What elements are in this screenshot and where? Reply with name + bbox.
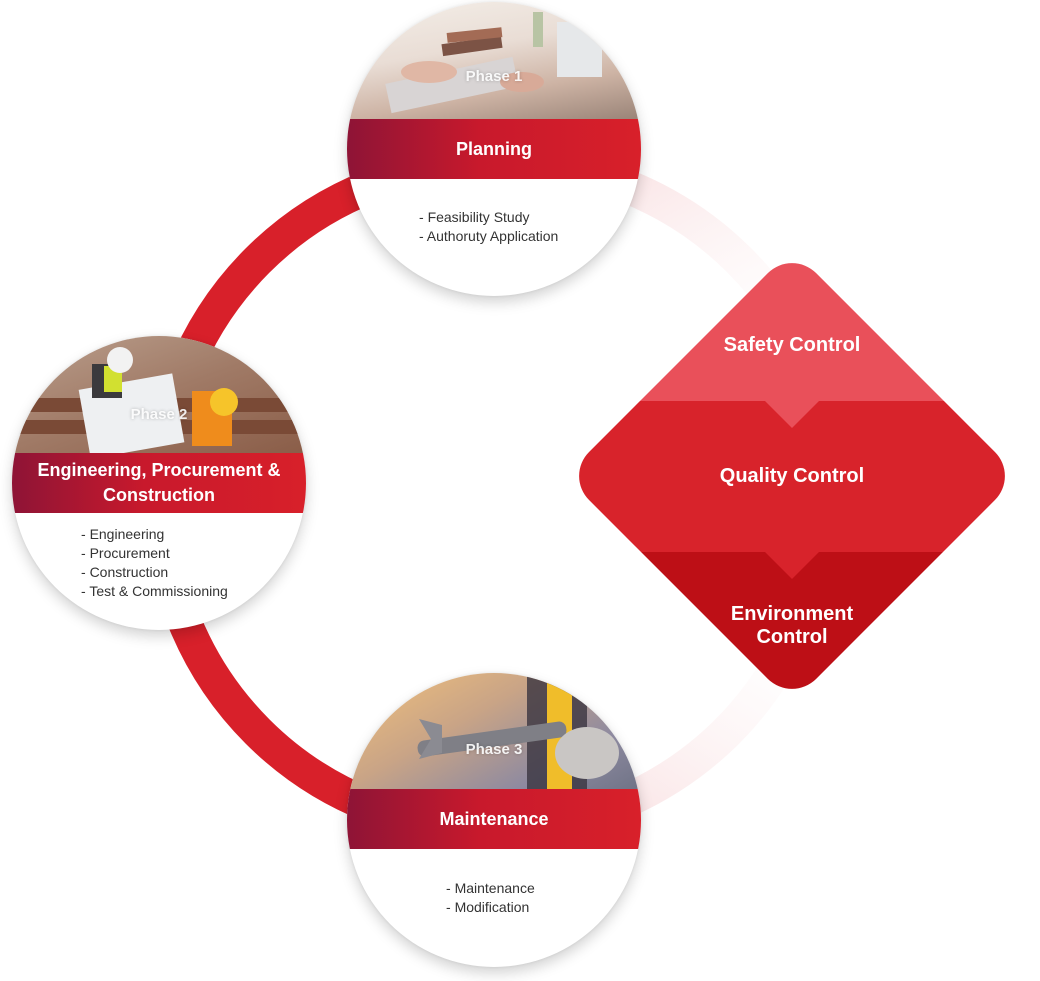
phase-1-card: Phase 1 Planning Feasibility Study Autho… — [347, 2, 641, 296]
phase-3-card: Phase 3 Maintenance Maintenance Modifica… — [347, 673, 641, 967]
phase-3-list: Maintenance Modification — [446, 879, 535, 917]
safety-arrow — [765, 401, 819, 428]
phase-3-label: Phase 3 — [465, 741, 523, 758]
maintenance-photo — [347, 673, 641, 789]
safety-tier — [565, 249, 1019, 401]
phase-2-card: Phase 2 Engineering, Procurement & Const… — [12, 336, 306, 630]
planning-photo — [347, 2, 641, 119]
list-item: Test & Commissioning — [81, 582, 228, 601]
list-item: Feasibility Study — [419, 208, 558, 227]
list-item: Construction — [81, 563, 228, 582]
phase-3-title: Maintenance — [347, 789, 641, 849]
environment-control-label: Environment Control — [642, 603, 942, 649]
environment-control-text: Environment Control — [730, 603, 854, 648]
safety-control-label: Safety Control — [723, 334, 861, 356]
workers-icon — [12, 347, 306, 453]
phase-2-title: Engineering, Procurement & Construction — [12, 453, 306, 513]
desk-icon — [385, 12, 602, 114]
phase-1-title: Planning — [347, 119, 641, 179]
phase-1-label: Phase 1 — [465, 68, 523, 85]
phase-1-list: Feasibility Study Authoruty Application — [419, 208, 559, 246]
phase-2-label: Phase 2 — [130, 406, 188, 423]
quality-arrow — [765, 552, 819, 579]
construction-photo — [12, 336, 306, 453]
list-item: Maintenance — [446, 879, 535, 898]
list-item: Modification — [446, 898, 535, 917]
list-item: Procurement — [81, 544, 228, 563]
wrench-icon — [417, 673, 619, 789]
list-item: Authoruty Application — [419, 227, 559, 246]
phase-2-list: Engineering Procurement Construction Tes… — [81, 525, 228, 601]
quality-control-label: Quality Control — [719, 465, 865, 487]
list-item: Engineering — [81, 525, 228, 544]
